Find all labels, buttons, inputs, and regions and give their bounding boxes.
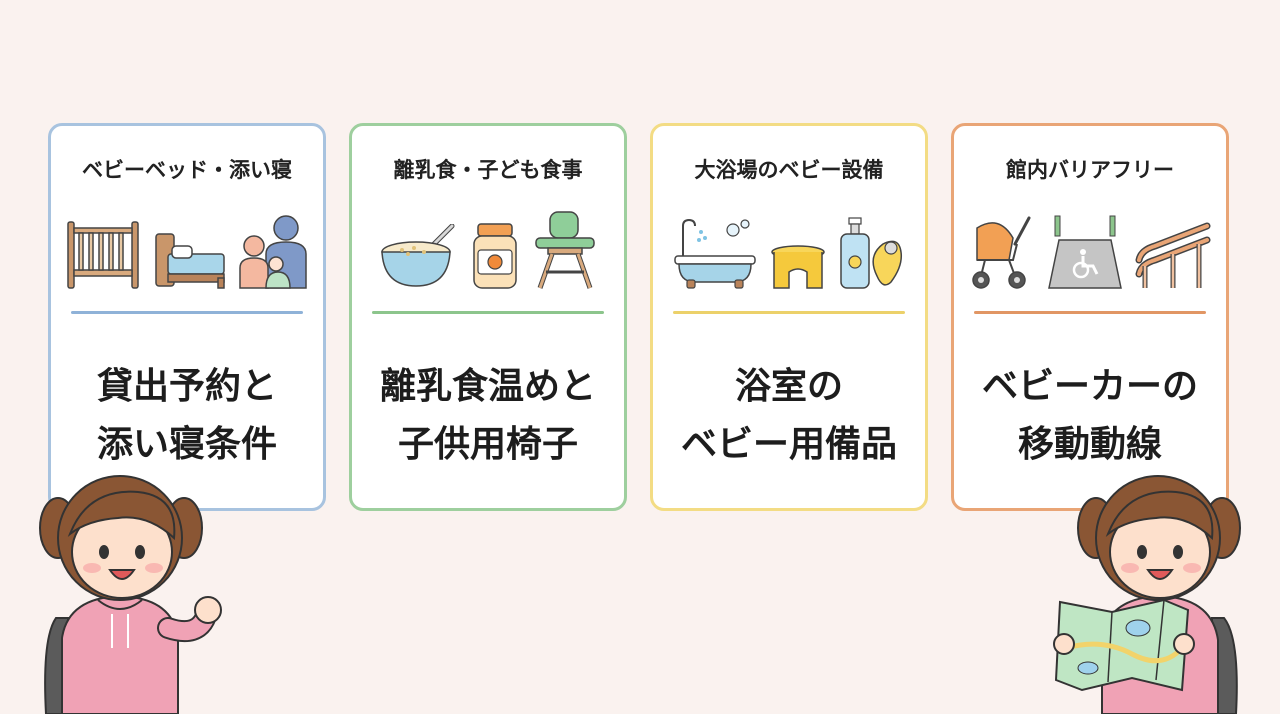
card-barrier-free: 館内バリアフリー ベビーカー: [951, 123, 1229, 511]
card-description: 浴室の ベビー用備品: [680, 366, 897, 465]
card-description: 貸出予約と 添い寝条件: [96, 366, 277, 465]
shampoo-bottle-icon: [840, 217, 903, 289]
card-description: 離乳食温めと 子供用椅子: [379, 366, 596, 465]
card-divider: [673, 311, 905, 314]
card-divider: [71, 311, 303, 314]
card-baby-bed: ベビーベッド・添い寝: [48, 123, 326, 511]
parent-child-icon: [239, 215, 307, 289]
card-description: ベビーカーの 移動動線: [981, 366, 1198, 465]
bed-icon: [155, 233, 225, 289]
handrail-icon: [1135, 222, 1211, 288]
porridge-bowl-icon: [381, 224, 455, 287]
card-title: 離乳食・子ども食事: [393, 158, 583, 182]
baby-food-jar-icon: [473, 223, 517, 289]
wheelchair-ramp-icon: [1048, 215, 1122, 289]
girl-cheering-illustration: [39, 475, 222, 714]
card-bath: 大浴場のベビー設備 浴室の ベビー用備品: [650, 123, 928, 511]
card-title: ベビーベッド・添い寝: [82, 158, 292, 182]
card-title: 館内バリアフリー: [1006, 158, 1174, 182]
crib-icon: [67, 221, 139, 289]
girl-with-map-illustration: [1053, 475, 1241, 714]
card-baby-food: 離乳食・子ども食事 離乳食温めと 子供用椅子: [349, 123, 627, 511]
card-divider: [974, 311, 1206, 314]
card-title: 大浴場のベビー設備: [694, 158, 884, 182]
bathtub-icon: [674, 218, 756, 289]
bath-stool-icon: [771, 245, 825, 289]
card-divider: [372, 311, 604, 314]
high-chair-icon: [535, 211, 595, 289]
stroller-icon: [972, 216, 1031, 289]
